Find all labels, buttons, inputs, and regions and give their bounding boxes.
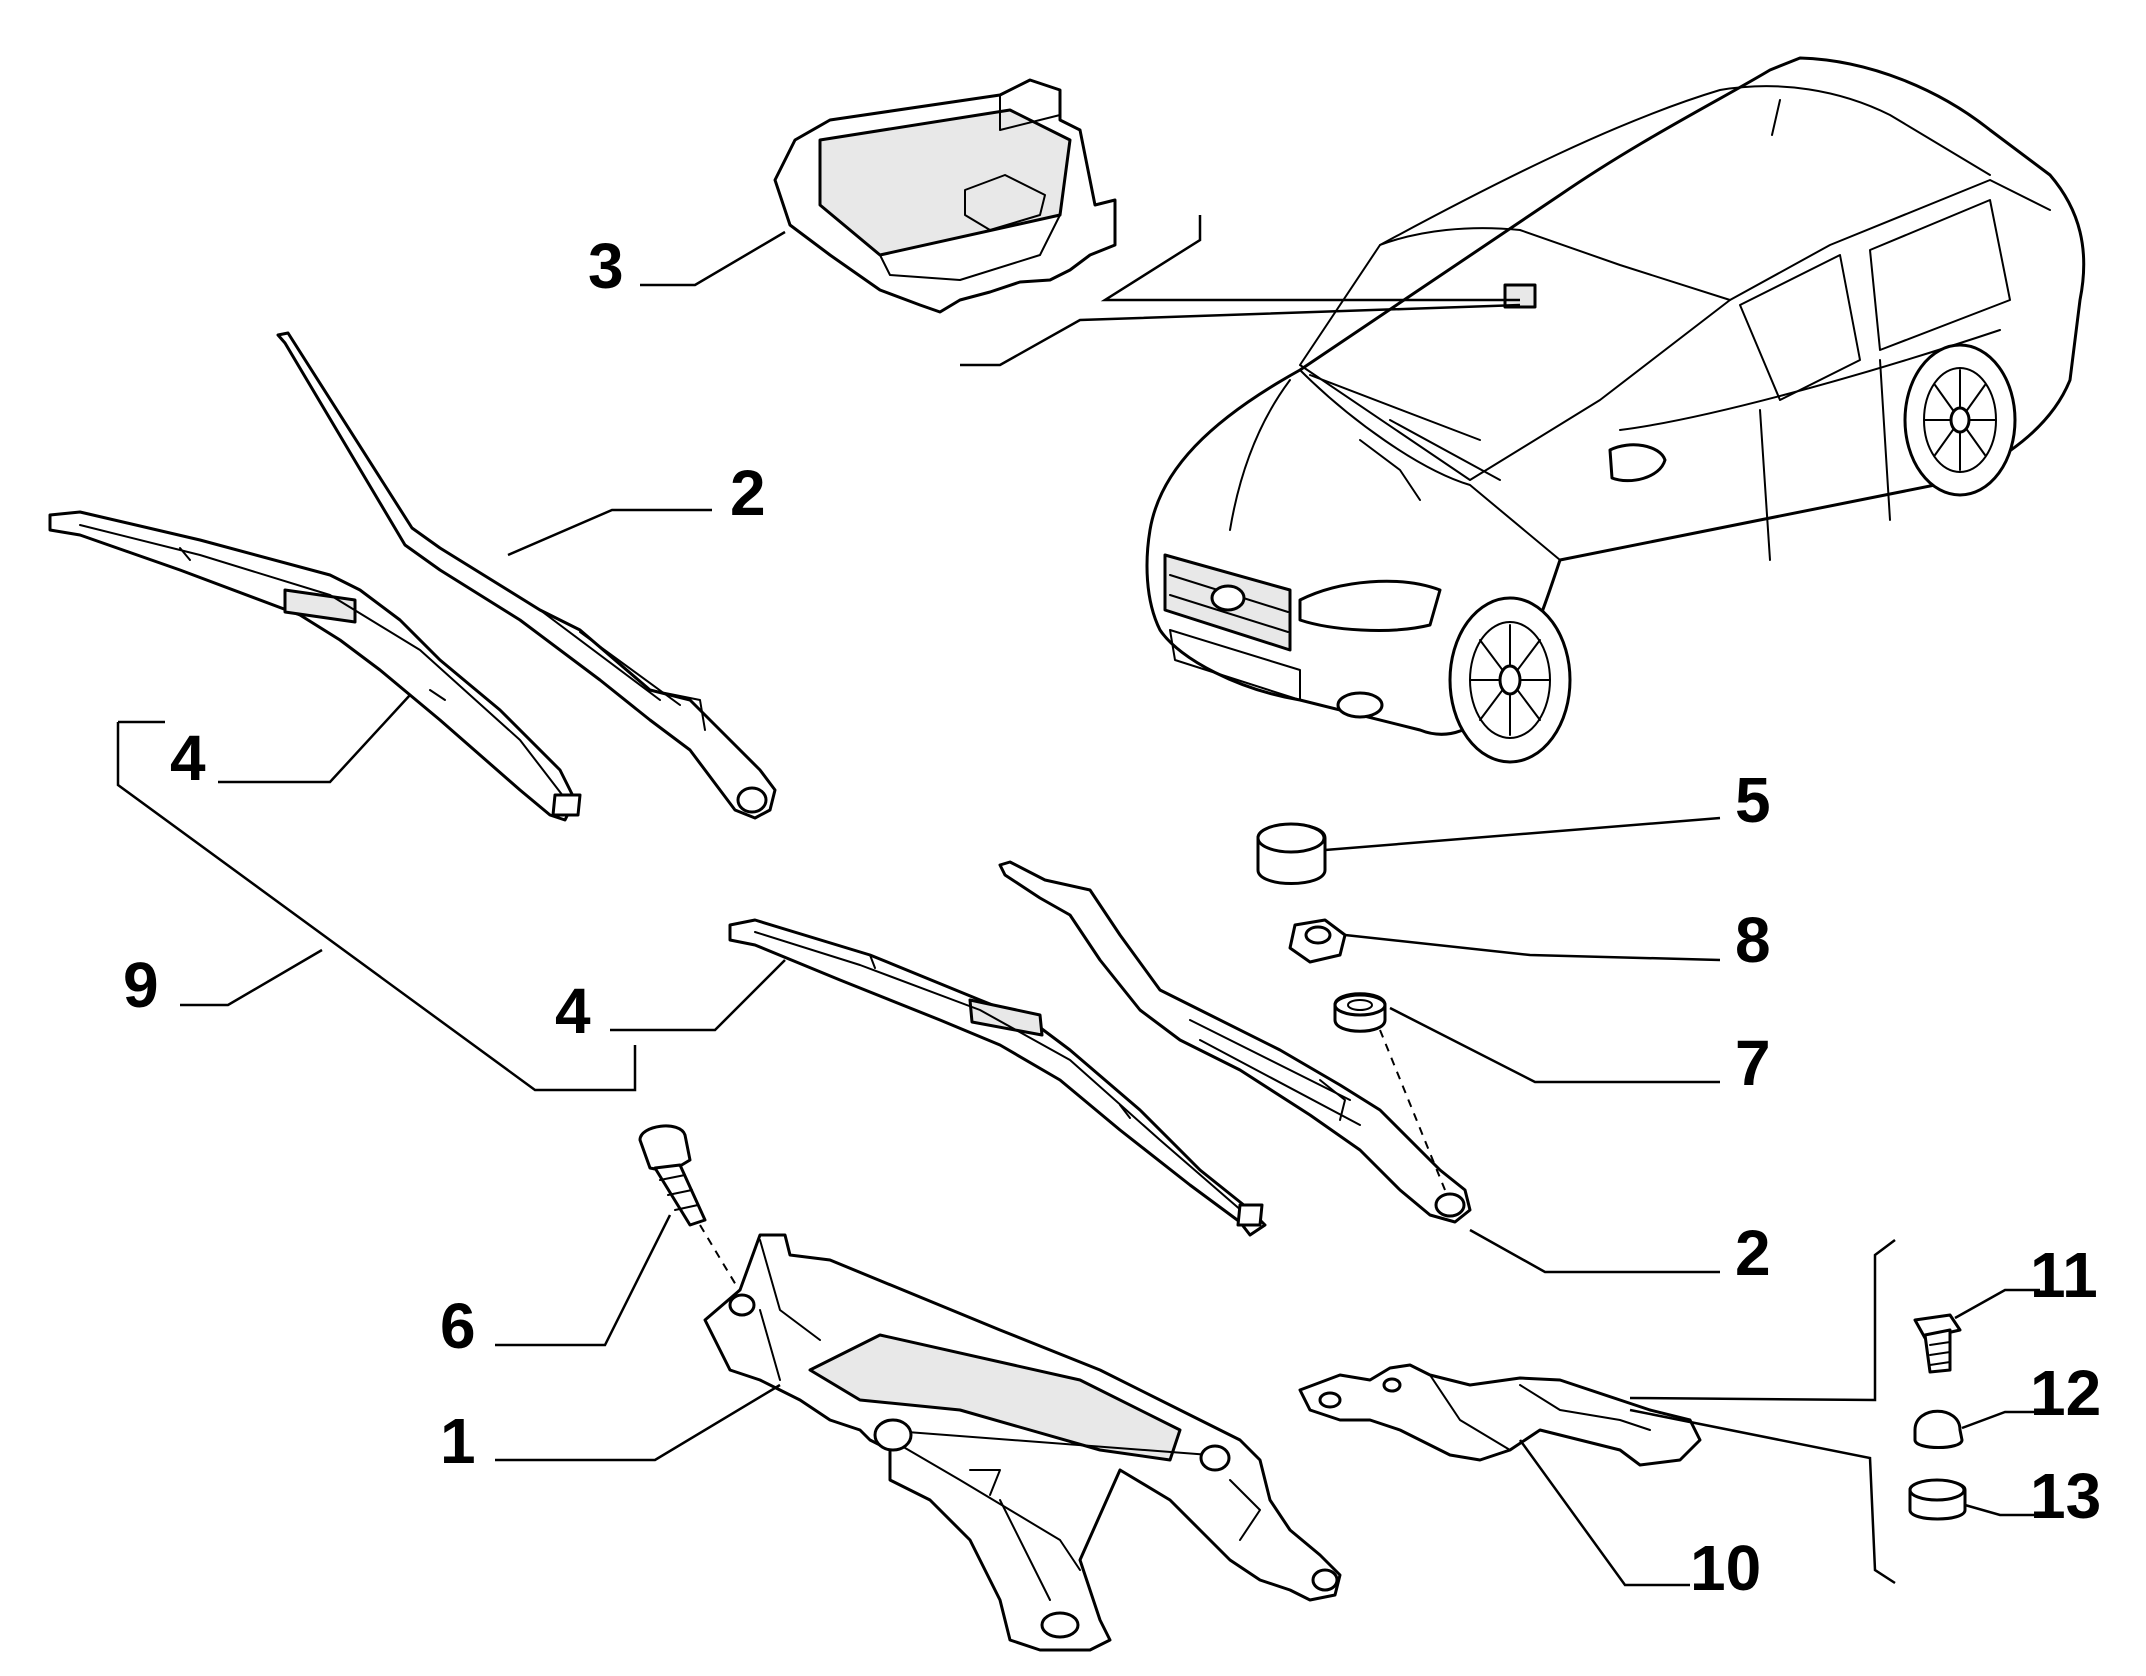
cap-part-13 [1908, 1478, 1967, 1521]
bolt-part-6 [638, 1124, 707, 1227]
label-13: 13 [2030, 1460, 2101, 1532]
sensor-callout [1100, 215, 1520, 302]
upper-wiper-blade [48, 510, 582, 822]
cap-part-12 [1913, 1409, 1964, 1449]
label-10: 10 [1690, 1532, 1761, 1604]
label-2-upper: 2 [730, 457, 766, 529]
lower-wiper-blade [728, 918, 1267, 1237]
label-9: 9 [123, 949, 159, 1021]
upper-wiper-arm [276, 331, 777, 820]
nut-part-8 [1288, 918, 1347, 964]
label-3: 3 [588, 230, 624, 302]
label-6: 6 [440, 1290, 476, 1362]
label-12: 12 [2030, 1357, 2101, 1429]
label-4-upper: 4 [170, 722, 206, 794]
label-2-lower: 2 [1735, 1217, 1771, 1289]
label-7: 7 [1735, 1027, 1771, 1099]
label-1: 1 [440, 1405, 476, 1477]
wiper-linkage-part-1 [703, 1233, 1342, 1652]
rain-sensor-module [773, 78, 1117, 314]
car-illustration [1145, 56, 2086, 764]
screw-part-11 [1913, 1313, 1962, 1374]
label-4-lower: 4 [555, 975, 591, 1047]
bracket-part-10 [1298, 1363, 1702, 1467]
washer-part-7 [1333, 992, 1387, 1033]
label-8: 8 [1735, 904, 1771, 976]
lower-wiper-arm [998, 860, 1472, 1224]
cap-part-5 [1256, 822, 1327, 885]
leader-lines [116, 230, 2040, 1587]
label-11: 11 [2030, 1239, 2098, 1311]
label-5: 5 [1735, 764, 1771, 836]
